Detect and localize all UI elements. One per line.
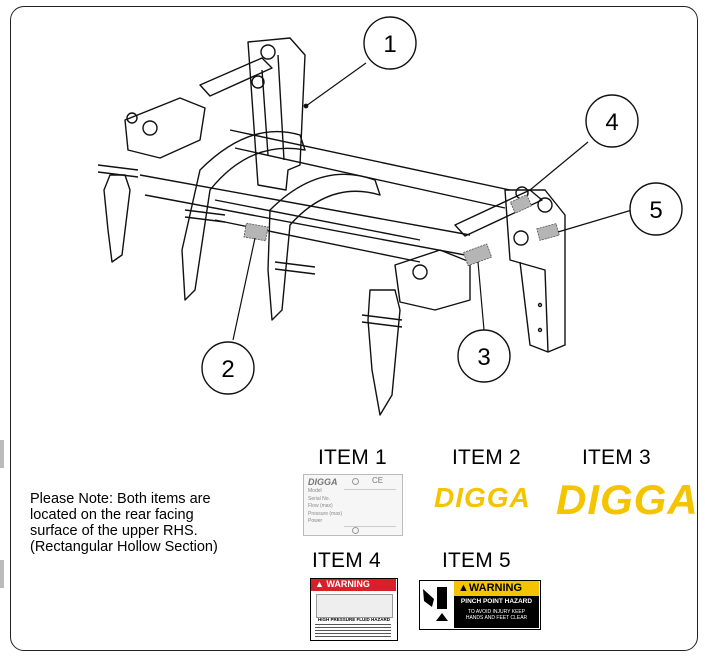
leader-4 bbox=[529, 141, 589, 191]
digga-logo-small: DIGGA bbox=[434, 482, 531, 513]
callout-number-1: 1 bbox=[383, 31, 396, 58]
plate-hole-icon bbox=[352, 478, 359, 485]
callout-number-3: 3 bbox=[477, 344, 490, 371]
pinch-hand-icon bbox=[420, 581, 455, 628]
note-line: located on the rear facing bbox=[30, 507, 194, 523]
serial-plate: DIGGA CE Model Serial No. Flow (max) Pre… bbox=[303, 474, 403, 536]
warning-title: PINCH POINT HAZARD bbox=[460, 598, 533, 605]
edge-tab bbox=[0, 560, 4, 588]
item-4-title: ITEM 4 bbox=[312, 549, 381, 572]
warning-header-text: ▲WARNING bbox=[458, 582, 522, 594]
tine-2 bbox=[181, 130, 306, 301]
cross-tube-front bbox=[139, 174, 471, 236]
item-3-title: ITEM 3 bbox=[582, 446, 651, 469]
warning-line: TO AVOID INJURY KEEP bbox=[467, 609, 526, 615]
plate-field: Pressure (max) bbox=[308, 510, 343, 517]
note-line: Please Note: Both items are bbox=[30, 491, 211, 507]
item-2-title: ITEM 2 bbox=[452, 446, 521, 469]
warning-header-bar bbox=[311, 579, 396, 591]
note-line: surface of the upper RHS. bbox=[30, 523, 198, 539]
label-patch-5 bbox=[536, 223, 560, 241]
warning-triangle-icon: ▲ bbox=[315, 579, 327, 589]
callout-circle-2 bbox=[201, 341, 255, 395]
plate-ce-mark: CE bbox=[372, 476, 384, 485]
plate-field: Power bbox=[308, 518, 323, 524]
top-cylinder-left bbox=[199, 57, 273, 97]
leader-1 bbox=[305, 62, 367, 107]
warning-header-text: ▲ WARNING bbox=[315, 579, 370, 589]
digga-logo-large: DIGGA bbox=[556, 476, 699, 523]
tine-3 bbox=[267, 173, 381, 321]
callout-circle-1 bbox=[363, 16, 417, 70]
callout-circle-4 bbox=[585, 94, 639, 148]
leader-3 bbox=[477, 261, 485, 331]
leader-5 bbox=[557, 209, 633, 233]
cross-tube-rear bbox=[229, 129, 511, 191]
callout-number-5: 5 bbox=[649, 197, 662, 224]
tine-1 bbox=[103, 174, 131, 263]
callout-circle-5 bbox=[629, 182, 683, 236]
placement-note: Please Note: Both items are located on t… bbox=[30, 491, 290, 555]
diagram-frame bbox=[10, 6, 698, 651]
callout-number-2: 2 bbox=[221, 356, 234, 383]
warning-header-bar bbox=[454, 581, 539, 596]
plate-hole-icon bbox=[352, 527, 359, 534]
left-rear-plate bbox=[247, 37, 306, 191]
left-arm bbox=[124, 97, 206, 159]
warning-instructions: TO AVOID INJURY KEEP HANDS AND FEET CLEA… bbox=[454, 609, 539, 621]
leader-2 bbox=[232, 237, 256, 341]
callout-number-4: 4 bbox=[605, 109, 618, 136]
label-patch-3 bbox=[462, 243, 493, 267]
callout-circle-3 bbox=[457, 329, 511, 383]
warning-body bbox=[454, 596, 539, 628]
plate-field: Flow (max) bbox=[308, 503, 333, 509]
warning-triangle-icon: ▲ bbox=[458, 582, 469, 594]
label-patch-4 bbox=[509, 194, 533, 214]
plate-field-lines bbox=[344, 489, 396, 527]
warning-decal-high-pressure: ▲ WARNING HIGH PRESSURE FLUID HAZARD bbox=[310, 578, 398, 641]
warning-line: HANDS AND FEET CLEAR bbox=[465, 615, 528, 621]
label-patch-2 bbox=[243, 222, 269, 242]
right-rear-plate bbox=[504, 189, 566, 353]
item-1-title: ITEM 1 bbox=[318, 446, 387, 469]
warning-fine-print bbox=[315, 624, 391, 637]
right-arm bbox=[394, 249, 471, 311]
item-5-title: ITEM 5 bbox=[442, 549, 511, 572]
hazard-pictogram-icon bbox=[316, 594, 393, 618]
plate-brand: DIGGA bbox=[308, 477, 338, 487]
warning-label: WARNING bbox=[326, 579, 370, 589]
plate-field: Model bbox=[308, 488, 322, 494]
note-line: (Rectangular Hollow Section) bbox=[30, 539, 218, 555]
top-cylinder-right bbox=[454, 189, 543, 237]
warning-decal-pinch-point: ▲WARNING PINCH POINT HAZARD TO AVOID INJ… bbox=[419, 580, 541, 630]
plate-field: Serial No. bbox=[308, 495, 330, 502]
warning-label: WARNING bbox=[468, 582, 523, 594]
warning-title: HIGH PRESSURE FLUID HAZARD bbox=[317, 617, 390, 622]
edge-tab bbox=[0, 440, 4, 468]
tine-4 bbox=[367, 289, 401, 416]
